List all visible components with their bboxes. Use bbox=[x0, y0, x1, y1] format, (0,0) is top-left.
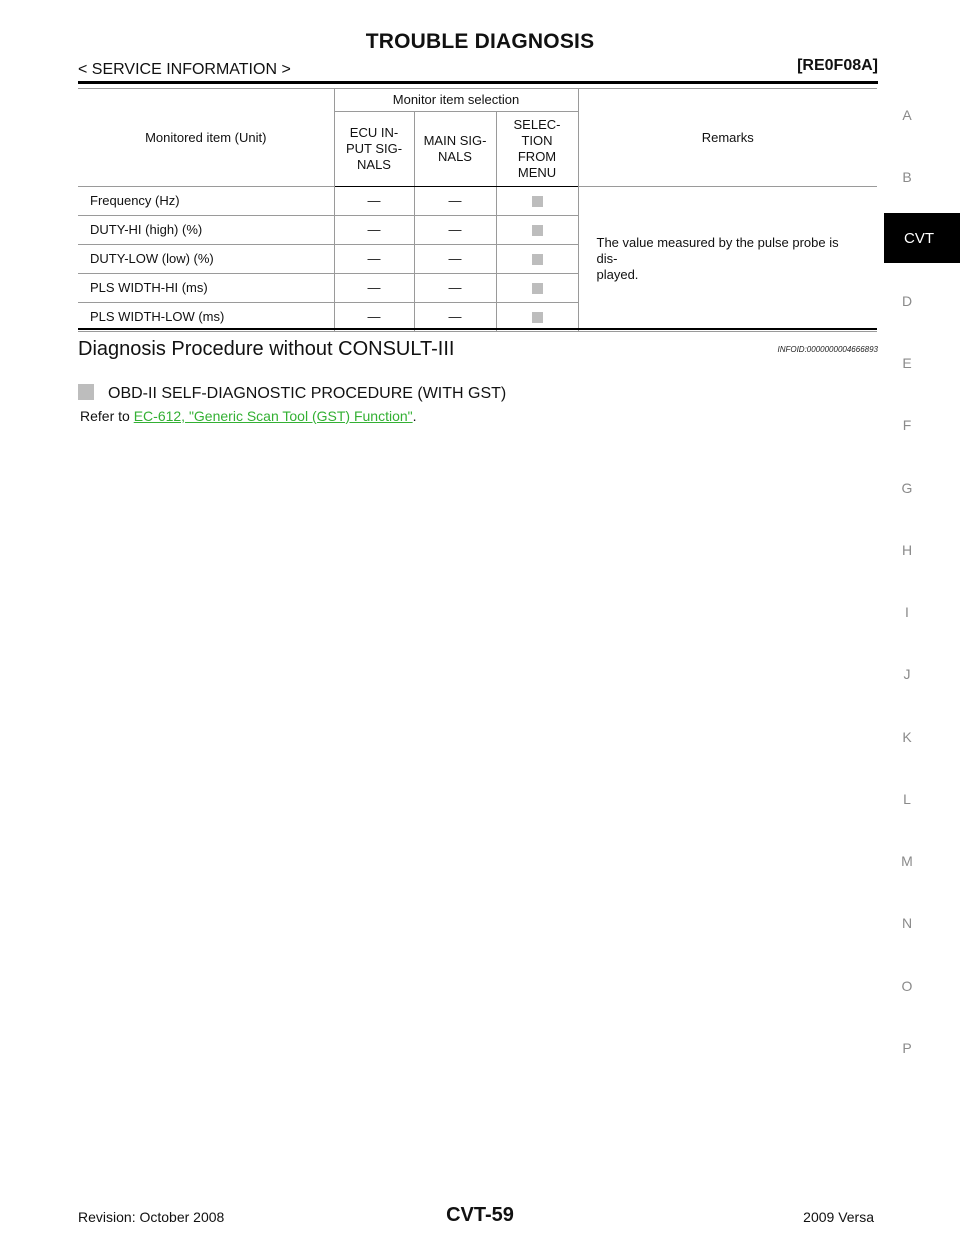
selection-square-icon bbox=[531, 196, 543, 208]
row-ecu-value: — bbox=[333, 302, 415, 332]
refer-link[interactable]: EC-612, "Generic Scan Tool (GST) Functio… bbox=[133, 408, 413, 424]
header-rule bbox=[78, 81, 878, 84]
page-title: TROUBLE DIAGNOSIS bbox=[365, 30, 595, 53]
row-item: DUTY-LOW (low) (%) bbox=[78, 244, 335, 274]
side-index-letter[interactable]: H bbox=[901, 542, 913, 558]
procedure-title: Diagnosis Procedure without CONSULT-III bbox=[78, 338, 455, 360]
side-index-letter[interactable]: A bbox=[902, 107, 912, 123]
side-index-letter[interactable]: D bbox=[901, 293, 913, 309]
side-index-letter[interactable]: J bbox=[903, 666, 911, 682]
selection-square-icon bbox=[531, 225, 543, 237]
footer-revision: Revision: October 2008 bbox=[78, 1209, 225, 1225]
header-selection-from-menu: SELEC- TION FROM MENU bbox=[495, 111, 578, 187]
monitor-item-table: Monitored item (Unit) Monitor item selec… bbox=[78, 88, 877, 332]
row-selection-cell bbox=[495, 186, 579, 216]
row-selection-cell bbox=[495, 215, 578, 245]
header-monitor-selection: Monitor item selection bbox=[333, 88, 579, 112]
procedure-heading: OBD-II SELF-DIAGNOSTIC PROCEDURE (WITH G… bbox=[78, 384, 507, 403]
header-ecu-input-signals: ECU IN- PUT SIG- NALS bbox=[334, 111, 415, 187]
row-main-value: — bbox=[413, 244, 497, 274]
row-main-value: — bbox=[413, 215, 497, 245]
header-monitored-item: Monitored item (Unit) bbox=[78, 88, 335, 187]
side-index-letter[interactable]: O bbox=[901, 978, 913, 994]
table-row: Frequency (Hz) — — The value measured by… bbox=[78, 186, 877, 332]
selection-square-icon bbox=[531, 283, 543, 295]
selection-square-icon bbox=[531, 312, 543, 324]
side-index-active-tab[interactable]: CVT bbox=[884, 213, 960, 263]
row-selection-cell bbox=[495, 273, 578, 303]
side-index-letter[interactable]: L bbox=[903, 791, 911, 807]
side-index-letter[interactable]: K bbox=[902, 729, 912, 745]
refer-prefix: Refer to bbox=[80, 408, 134, 424]
section-label: < SERVICE INFORMATION > bbox=[78, 61, 291, 78]
refer-line: Refer to EC-612, "Generic Scan Tool (GST… bbox=[80, 408, 417, 424]
side-index-letter[interactable]: B bbox=[902, 169, 912, 185]
procedure-heading-text: OBD-II SELF-DIAGNOSTIC PROCEDURE (WITH G… bbox=[108, 385, 507, 402]
row-ecu-value: — bbox=[333, 186, 415, 216]
row-main-value: — bbox=[413, 273, 497, 303]
refer-suffix: . bbox=[412, 408, 417, 424]
remarks-cell: The value measured by the pulse probe is… bbox=[577, 186, 877, 332]
row-ecu-value: — bbox=[333, 273, 415, 303]
model-code: [RE0F08A] bbox=[797, 57, 878, 74]
row-main-value: — bbox=[413, 186, 497, 216]
row-selection-cell bbox=[495, 244, 578, 274]
side-index-letter[interactable]: I bbox=[905, 604, 909, 620]
side-index-letter[interactable]: E bbox=[902, 355, 912, 371]
table-bottom-rule bbox=[78, 328, 877, 330]
row-ecu-value: — bbox=[333, 215, 415, 245]
footer-vehicle: 2009 Versa bbox=[803, 1209, 874, 1225]
side-index-letter[interactable]: M bbox=[901, 853, 913, 869]
side-index-letter[interactable]: P bbox=[902, 1040, 912, 1056]
side-index-letter[interactable]: N bbox=[901, 915, 913, 931]
selection-square-icon bbox=[531, 254, 543, 266]
row-item: Frequency (Hz) bbox=[78, 186, 335, 216]
info-id: INFOID:0000000004666893 bbox=[777, 345, 878, 354]
header-main-signals: MAIN SIG- NALS bbox=[413, 111, 497, 187]
bullet-square-icon bbox=[78, 384, 94, 400]
side-index-letter[interactable]: G bbox=[901, 480, 913, 496]
row-item: PLS WIDTH-LOW (ms) bbox=[78, 302, 335, 332]
row-item: DUTY-HI (high) (%) bbox=[78, 215, 335, 245]
row-item: PLS WIDTH-HI (ms) bbox=[78, 273, 335, 303]
row-ecu-value: — bbox=[333, 244, 415, 274]
table-row: PLS WIDTH-LOW (ms) — — bbox=[78, 302, 877, 332]
header-remarks: Remarks bbox=[577, 88, 877, 187]
side-index-letter[interactable]: F bbox=[902, 417, 912, 433]
row-main-value: — bbox=[413, 302, 497, 332]
side-index: A B CVT D E F G H I J K L M N O P bbox=[884, 0, 960, 1242]
footer-page-number: CVT-59 bbox=[446, 1204, 514, 1226]
row-selection-cell bbox=[495, 302, 578, 332]
